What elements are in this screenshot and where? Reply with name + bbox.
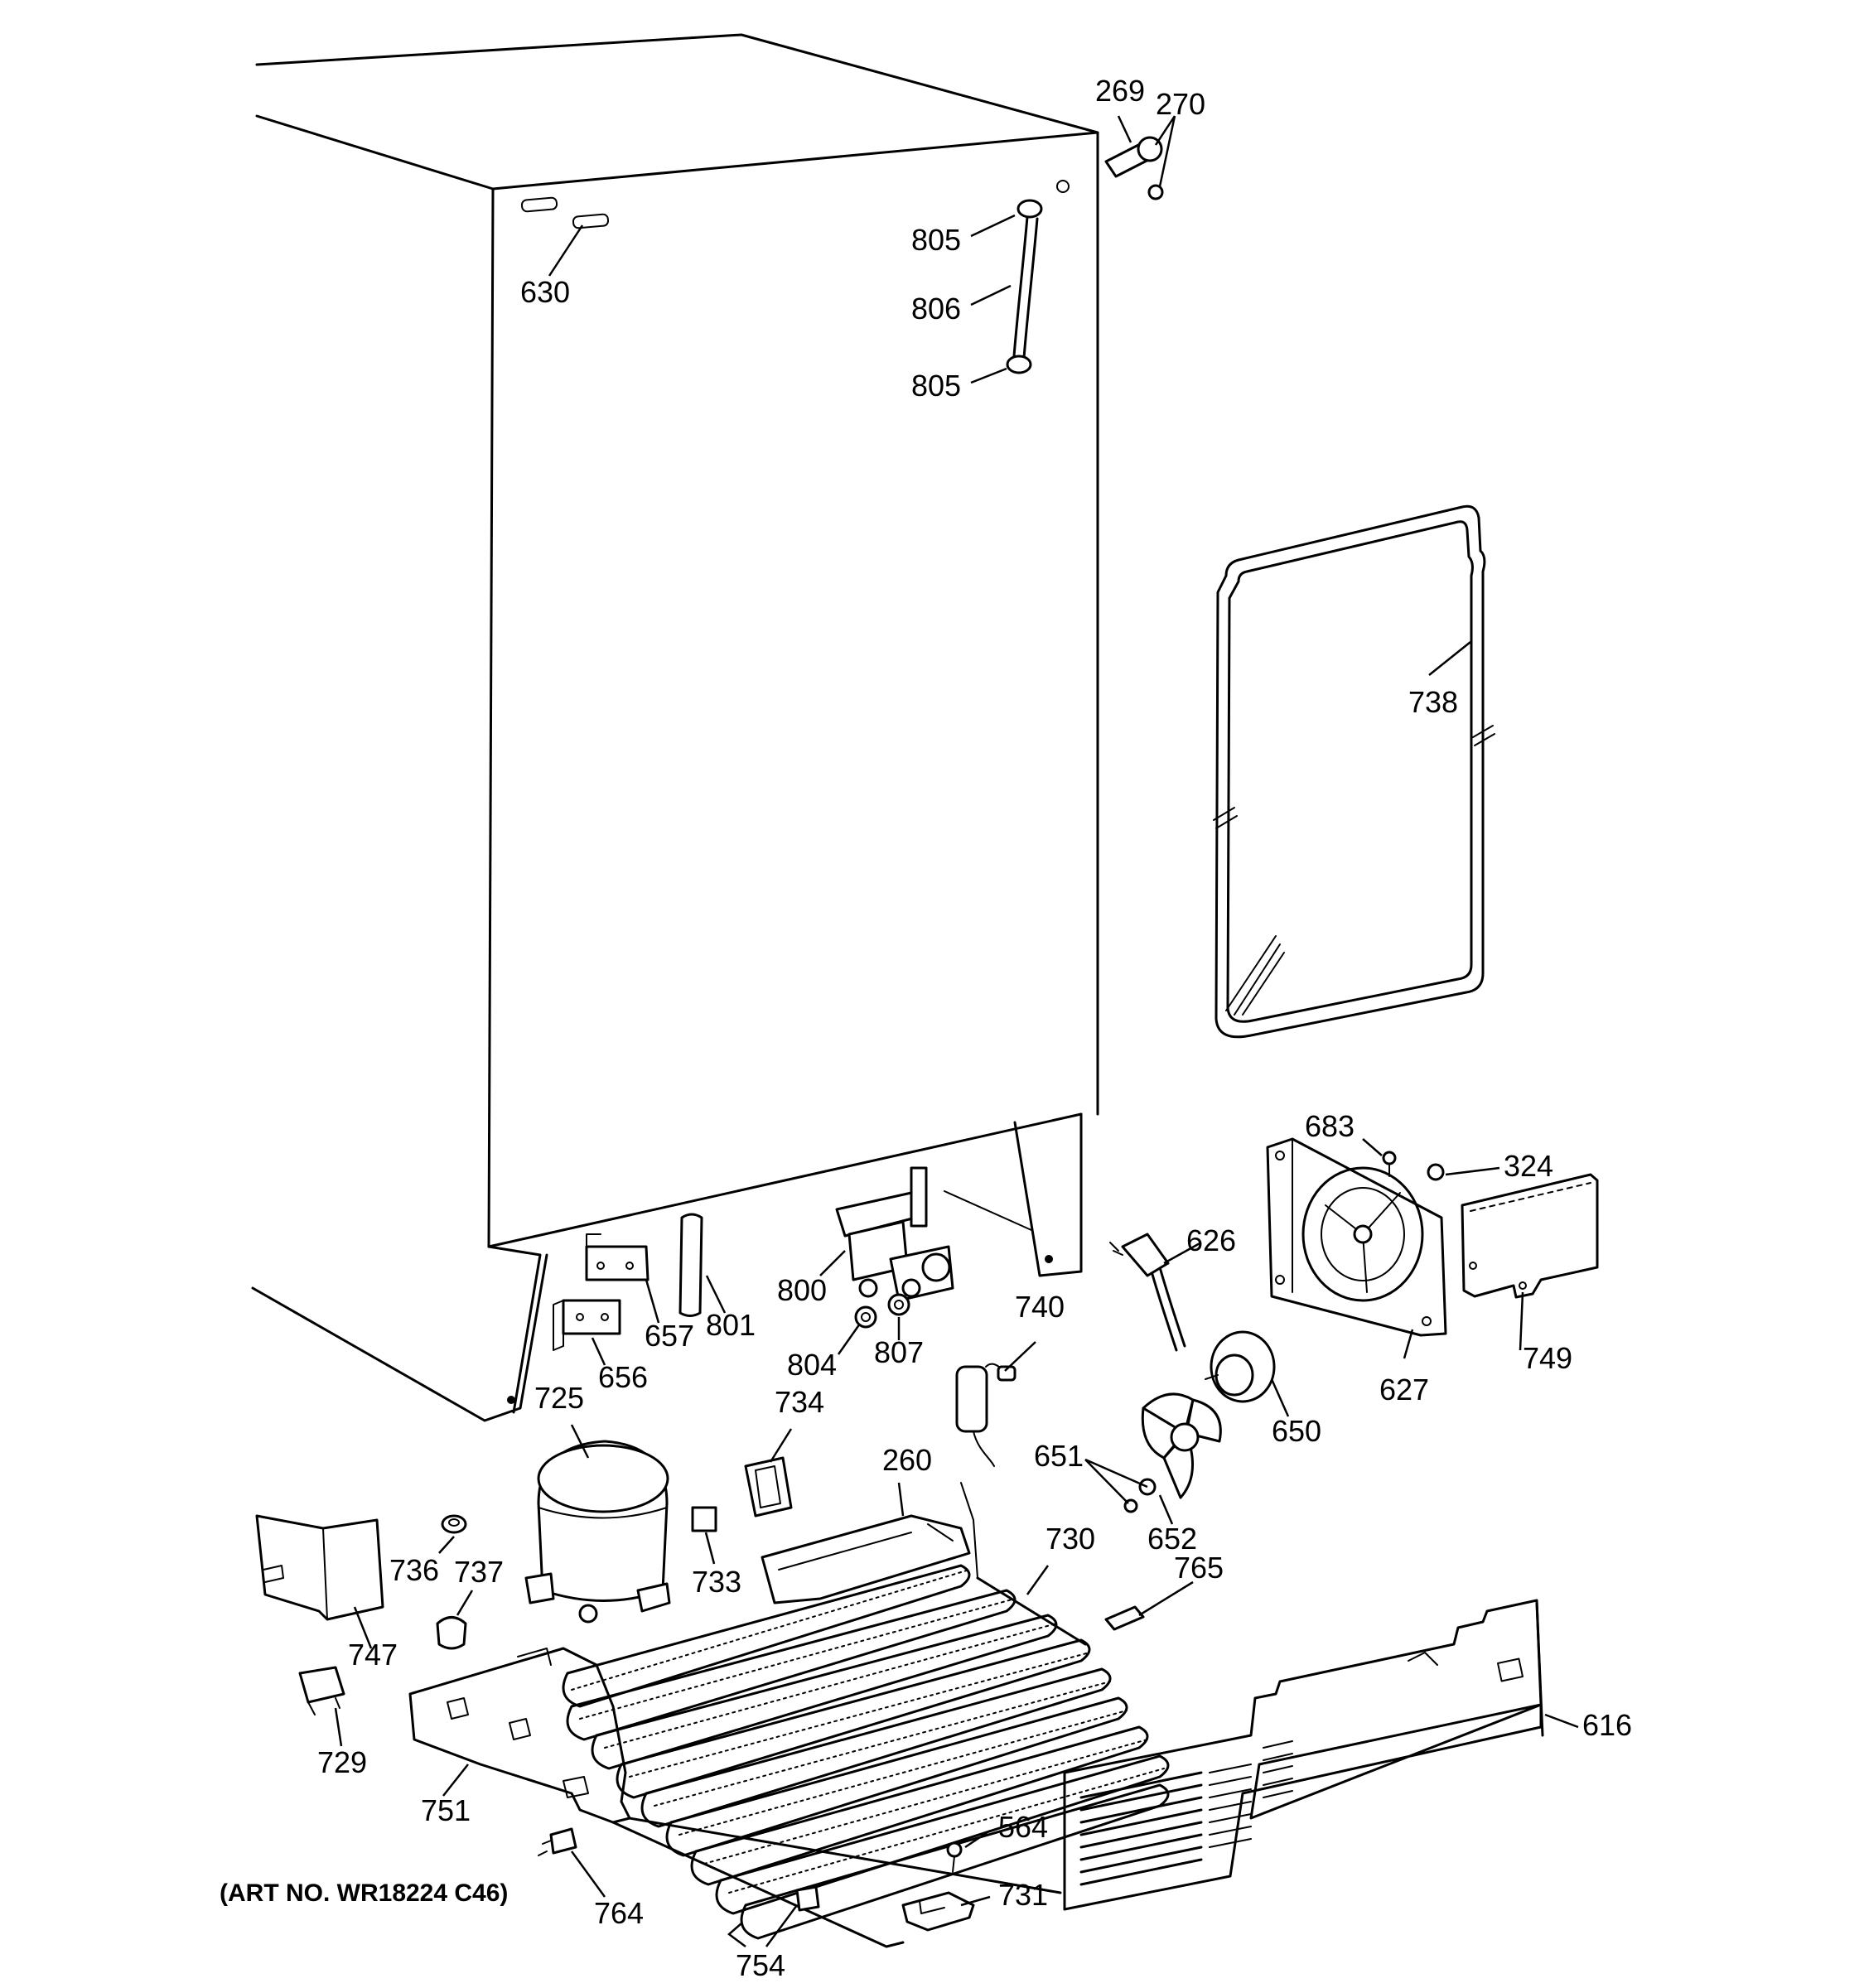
callout-627: 627 — [1379, 1373, 1429, 1407]
art-number: (ART NO. WR18224 C46) — [220, 1879, 508, 1907]
callout-730: 730 — [1045, 1522, 1095, 1556]
callout-656: 656 — [598, 1360, 648, 1394]
screw-324 — [1427, 1163, 1445, 1181]
compressor-725 — [524, 1440, 671, 1624]
cap-737 — [436, 1616, 467, 1650]
overload-734 — [744, 1456, 793, 1518]
connector-733 — [691, 1506, 717, 1532]
callout-651: 651 — [1034, 1439, 1084, 1473]
callout-731: 731 — [998, 1878, 1048, 1912]
heater-loop-738 — [1213, 504, 1495, 1039]
callout-657: 657 — [645, 1319, 694, 1353]
callout-269: 269 — [1095, 74, 1145, 108]
harness-740 — [955, 1363, 1017, 1467]
callout-270: 270 — [1156, 87, 1205, 121]
callout-747: 747 — [348, 1638, 398, 1672]
relay-729 — [298, 1666, 345, 1715]
callout-736: 736 — [389, 1553, 439, 1587]
condenser-coil-730 — [562, 1482, 1170, 1940]
callout-806: 806 — [911, 292, 961, 326]
callout-800: 800 — [777, 1273, 827, 1307]
callout-751: 751 — [421, 1793, 471, 1827]
callout-754: 754 — [736, 1948, 785, 1982]
callout-734: 734 — [775, 1385, 824, 1419]
tube-801 — [678, 1213, 703, 1317]
bracket-731 — [901, 1891, 975, 1932]
fan-shroud-627 — [1266, 1137, 1447, 1337]
callout-626: 626 — [1186, 1223, 1236, 1257]
callout-729: 729 — [317, 1745, 367, 1779]
screw-683 — [1382, 1151, 1397, 1177]
callout-804: 804 — [787, 1348, 837, 1382]
rear-grille-616 — [1063, 1599, 1544, 1911]
callout-740: 740 — [1015, 1290, 1065, 1324]
callout-650: 650 — [1272, 1414, 1321, 1448]
callout-801: 801 — [706, 1308, 756, 1342]
callout-324: 324 — [1504, 1149, 1553, 1183]
callout-738: 738 — [1408, 685, 1458, 719]
callout-765: 765 — [1174, 1551, 1224, 1585]
grille-slots — [1079, 1740, 1293, 1886]
callout-737: 737 — [454, 1555, 504, 1589]
callout-805-top: 805 — [911, 223, 961, 257]
callout-616: 616 — [1582, 1708, 1632, 1742]
leader-lines — [334, 115, 1579, 1947]
tube-fitting-269 — [1104, 136, 1164, 200]
nut-804 — [854, 1305, 877, 1329]
cover-plate-749 — [1461, 1173, 1599, 1299]
callout-749: 749 — [1523, 1341, 1572, 1375]
fan-blade-652 — [1123, 1392, 1222, 1513]
callout-733: 733 — [692, 1565, 741, 1599]
clip-764 — [538, 1827, 577, 1856]
callout-805-bottom: 805 — [911, 369, 961, 403]
bracket-657 — [585, 1233, 650, 1281]
water-tube-assembly — [1006, 199, 1043, 374]
cabinet-body — [251, 33, 1099, 1422]
bracket-656 — [553, 1299, 621, 1351]
callout-683: 683 — [1305, 1109, 1355, 1143]
drain-pan-260 — [761, 1514, 971, 1604]
callout-725: 725 — [534, 1381, 584, 1415]
callout-labels: 269 270 805 806 805 630 738 683 324 626 … — [317, 74, 1632, 1982]
callout-564: 564 — [998, 1810, 1048, 1844]
callout-260: 260 — [882, 1443, 932, 1477]
power-cord-626 — [1109, 1233, 1186, 1352]
callout-764: 764 — [594, 1896, 644, 1930]
relay-cover-747 — [255, 1514, 384, 1621]
callout-652: 652 — [1147, 1522, 1197, 1556]
clip-765 — [1104, 1605, 1145, 1631]
callout-807: 807 — [874, 1335, 924, 1369]
fan-motor-650 — [1205, 1330, 1276, 1403]
base-pan-751 — [408, 1647, 1062, 1948]
screw-564 — [946, 1841, 963, 1873]
grommet-736 — [441, 1514, 467, 1534]
condenser-fins — [571, 1569, 1165, 1894]
water-valve-800 — [835, 1166, 954, 1302]
callout-630: 630 — [520, 275, 570, 309]
pad-754 — [795, 1885, 820, 1912]
nut-807 — [887, 1293, 910, 1316]
